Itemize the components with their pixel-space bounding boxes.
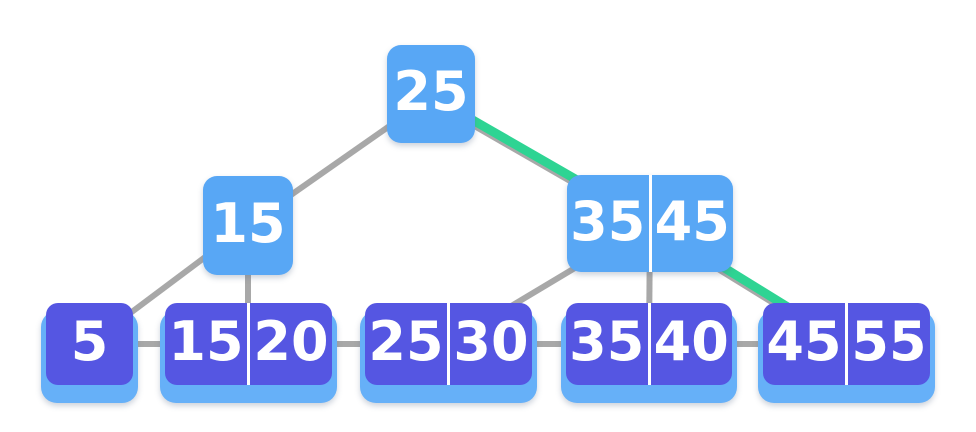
key-cell: 15 bbox=[210, 191, 286, 255]
internal-node-35-45: 35 45 bbox=[567, 175, 733, 272]
leaf-node-15-20: 15 20 bbox=[160, 303, 337, 403]
key-cell: 40 bbox=[647, 303, 733, 385]
key-cell: 35 bbox=[570, 189, 646, 253]
key-cell: 35 bbox=[569, 310, 645, 373]
leaf-node-45-55: 45 55 bbox=[758, 303, 935, 403]
key-cell: 45 bbox=[648, 175, 734, 272]
leaf-node-5: 5 bbox=[41, 303, 138, 403]
key-cell: 45 bbox=[766, 310, 842, 373]
internal-node-15: 15 bbox=[203, 176, 293, 275]
key-cell: 15 bbox=[168, 310, 244, 373]
key-cell: 25 bbox=[393, 60, 469, 123]
key-cell: 30 bbox=[447, 303, 532, 385]
root-node-25: 25 bbox=[387, 45, 475, 143]
leaf-node-25-30: 25 30 bbox=[360, 303, 537, 403]
leaf-node-35-40: 35 40 bbox=[561, 303, 737, 403]
key-cell: 20 bbox=[247, 303, 332, 385]
key-cell: 25 bbox=[368, 310, 444, 373]
key-cell: 55 bbox=[845, 303, 930, 385]
key-cell: 5 bbox=[70, 310, 109, 373]
